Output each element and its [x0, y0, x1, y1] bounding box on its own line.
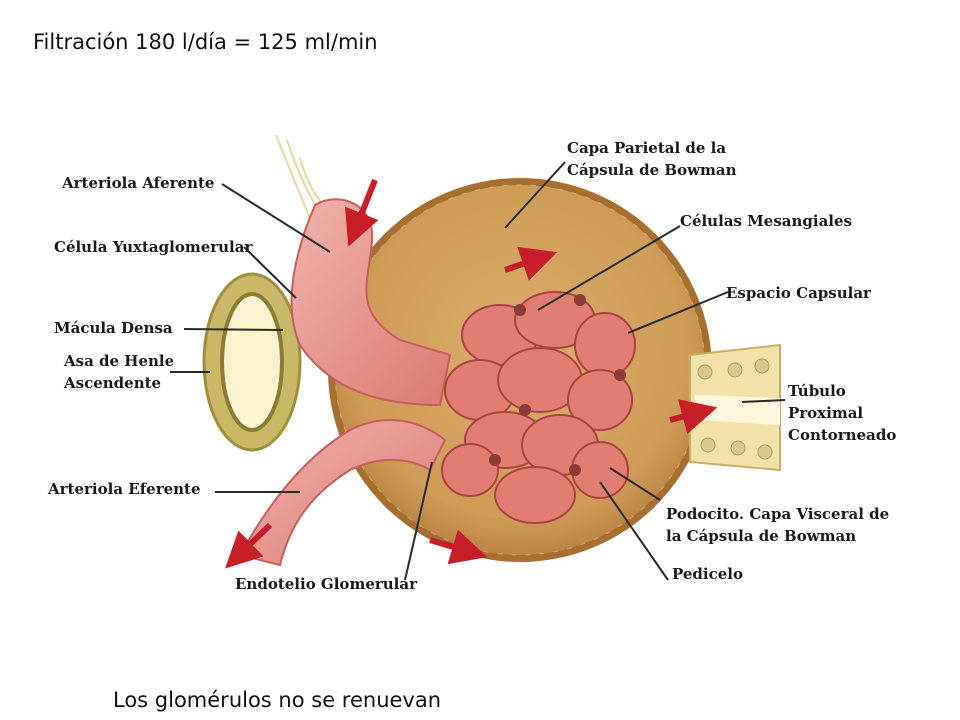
label-arteriola-eferente: Arteriola Eferente: [48, 480, 201, 498]
label-celula-yuxtaglomerular: Célula Yuxtaglomerular: [54, 238, 253, 256]
label-tubulo-line3: Contorneado: [788, 426, 897, 444]
leader-lines: [170, 161, 786, 581]
label-capa-parietal-line2: Cápsula de Bowman: [567, 161, 737, 179]
henle-loop: [202, 272, 302, 452]
label-espacio-capsular: Espacio Capsular: [726, 284, 871, 302]
label-capa-parietal-line1: Capa Parietal de la: [567, 139, 727, 157]
label-tubulo-proximal: Túbulo Proximal Contorneado: [788, 380, 896, 446]
label-capa-parietal: Capa Parietal de la Cápsula de Bowman: [567, 137, 736, 181]
glomerular-tuft: [441, 291, 636, 524]
label-macula-densa: Mácula Densa: [54, 319, 173, 337]
label-endotelio-glomerular: Endotelio Glomerular: [235, 575, 417, 593]
label-asa-henle: Asa de Henle Ascendente: [64, 350, 174, 394]
label-podocito: Podocito. Capa Visceral de la Cápsula de…: [666, 503, 889, 547]
proximal-tubule: [689, 343, 781, 472]
mesangial-cells: [489, 294, 626, 476]
label-pedicelo: Pedicelo: [672, 565, 743, 583]
label-tubulo-line2: Proximal: [788, 404, 864, 422]
label-asa-henle-line2: Ascendente: [64, 374, 162, 392]
footer-note: Los glomérulos no se renuevan: [113, 688, 442, 712]
label-asa-henle-line1: Asa de Henle: [64, 352, 175, 370]
label-arteriola-aferente: Arteriola Aferente: [62, 174, 215, 192]
label-tubulo-line1: Túbulo: [788, 382, 846, 400]
page-title: Filtración 180 l/día = 125 ml/min: [33, 30, 378, 54]
label-podocito-line2: la Cápsula de Bowman: [666, 527, 857, 545]
flow-arrows: [225, 178, 718, 569]
label-podocito-line1: Podocito. Capa Visceral de: [666, 505, 890, 523]
label-celulas-mesangiales: Células Mesangiales: [680, 212, 852, 230]
